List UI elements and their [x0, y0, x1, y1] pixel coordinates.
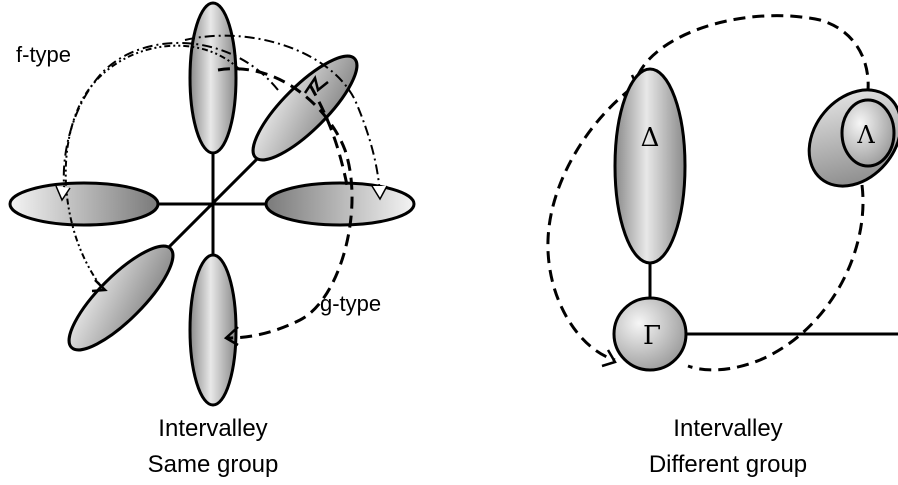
- lambda-gamma-path: [688, 185, 863, 370]
- gamma-label: Γ: [643, 321, 661, 351]
- left-caption-line1: Intervalley: [158, 415, 267, 442]
- delta-lambda-path: [638, 16, 868, 90]
- valley-right: [266, 183, 414, 225]
- valley-bottom: [190, 255, 236, 405]
- right-panel-different-group: Δ Λ Γ Intervalley Different group: [548, 16, 898, 478]
- right-caption-line1: Intervalley: [673, 415, 782, 442]
- delta-label: Δ: [641, 123, 660, 153]
- delta-valley: [615, 69, 685, 263]
- right-caption-line2: Different group: [649, 451, 807, 478]
- lambda-label: Λ: [856, 121, 875, 149]
- f-type-label: f-type: [16, 42, 71, 67]
- valley-lower-left: [56, 233, 186, 363]
- left-caption-line2: Same group: [148, 451, 279, 478]
- valley-top: [190, 3, 236, 153]
- g-type-label: g-type: [320, 291, 381, 316]
- valley-upper-right: [240, 43, 370, 173]
- valley-left: [10, 183, 158, 225]
- arrow-into-gamma: [602, 350, 615, 366]
- left-panel-same-group: f-type g-type Intervalley Same group: [10, 3, 414, 478]
